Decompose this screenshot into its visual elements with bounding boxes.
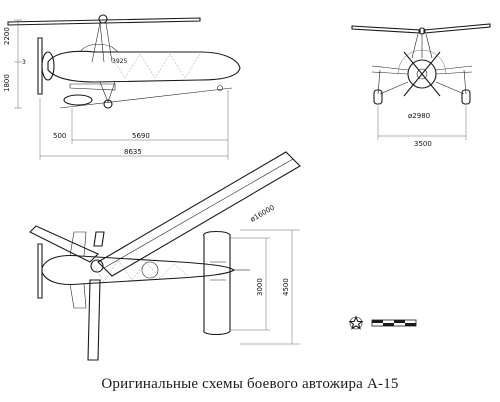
side-propeller [37,37,43,95]
side-rotor-hub [98,14,108,24]
side-canopy [79,43,119,53]
dim-track-width: 3500 [414,140,432,148]
dim-stabilizer-span: 3000 [256,278,264,296]
dim-rotor-diameter: ø16000 [249,204,276,224]
top-view: 3000 4500 ø16000 [29,151,301,361]
side-gear-strut [99,81,116,103]
side-fuselage [47,50,241,83]
front-rotor-blade-right [423,23,491,34]
front-rotor-pylon [411,33,433,59]
side-view: 2200 1800 3 3925 500 5690 8635 [3,14,241,160]
side-vertical-dim-lines [14,19,22,109]
dim-overall-length: 8635 [124,148,142,156]
top-rotor-blade-long [97,151,301,277]
front-propeller-arc [397,49,447,75]
top-rotor-blade-down [87,279,101,361]
top-propeller [37,243,43,299]
front-wheel-right [461,89,471,105]
top-cockpit [141,261,159,279]
dim-nose-offset: 3 [22,59,26,66]
side-rotor-blade [7,17,201,26]
top-rotor-hub [90,259,104,273]
drawing-caption: Оригинальные схемы боевого автожира А-15 [101,376,399,392]
front-rotor-blade-left [351,25,421,34]
dim-wheel-to-nose: 500 [53,132,66,140]
legend [348,315,417,330]
front-stub-wings [371,65,473,75]
front-dim-lines [377,106,467,140]
dim-rotor-height: 2200 [3,27,11,45]
dim-fuselage-mark: 3925 [112,58,127,65]
dim-tail-span: 4500 [282,278,290,296]
side-wheel [103,99,113,109]
dim-propeller-diameter: ø2980 [408,112,430,120]
front-wheel-left [373,89,383,105]
side-stub-wing [69,83,116,91]
top-fuselage [41,254,235,286]
front-spinner [416,68,428,80]
top-stabilizer [203,230,231,336]
scale-bar [371,319,417,327]
top-stabilizer-ribs [210,261,226,281]
front-gear-struts [377,69,467,95]
star-emblem [348,315,364,330]
side-tail-wheel [217,85,223,91]
side-truss [109,53,201,79]
top-stabilizer-dim-lines [230,237,270,331]
side-horizontal-dim-lines [39,90,229,160]
side-rotor-pylon [91,22,113,63]
front-view: ø2980 3500 [351,23,491,148]
front-propeller-blades [403,51,441,97]
side-ground-line [59,87,233,109]
top-tail-span-dim-lines [240,229,300,345]
dim-wheel-to-tail: 5690 [132,132,150,140]
dim-gear-height: 1800 [3,74,11,92]
top-rotor-blade-up [93,231,105,247]
top-truss [89,259,189,283]
top-rotor-blade-spar [103,158,294,269]
top-stub-wings [69,231,87,309]
side-bomb [63,94,93,106]
